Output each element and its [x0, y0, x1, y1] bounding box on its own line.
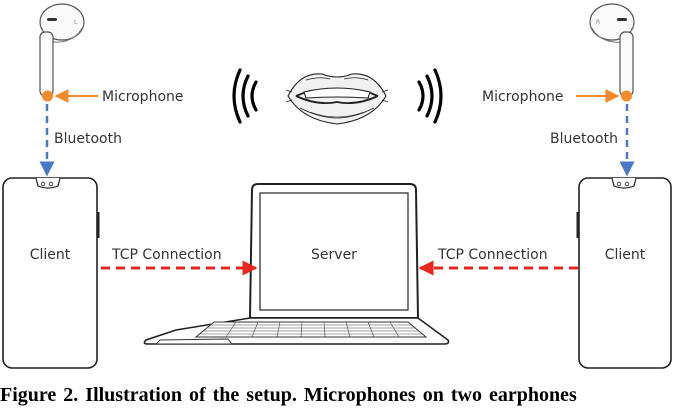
figure-caption: Figure 2. Illustration of the setup. Mic… [0, 384, 577, 406]
microphone-dot [621, 90, 632, 102]
sound-wave-icon [417, 68, 443, 124]
client-label-right: Client [605, 247, 646, 263]
bluetooth-label-left: Bluetooth [54, 131, 122, 147]
sound-wave-icon [232, 68, 258, 124]
microphone-dot [42, 90, 53, 102]
svg-text:L: L [74, 19, 78, 26]
svg-text:R: R [596, 19, 600, 26]
microphone-label-left: Microphone [102, 89, 184, 105]
tcp-label-left: TCP Connection [111, 247, 222, 263]
smartphone-icon [2, 177, 100, 369]
client-label-left: Client [30, 247, 71, 263]
earphone-icon: L [39, 3, 85, 97]
microphone-label-right: Microphone [482, 89, 564, 105]
smartphone-icon [576, 177, 672, 369]
server-label: Server [311, 247, 357, 263]
tcp-label-right: TCP Connection [437, 247, 548, 263]
bluetooth-label-right: Bluetooth [550, 131, 618, 147]
earphone-icon: R [589, 3, 635, 97]
mouth-icon [285, 73, 389, 125]
laptop-icon [143, 183, 450, 345]
